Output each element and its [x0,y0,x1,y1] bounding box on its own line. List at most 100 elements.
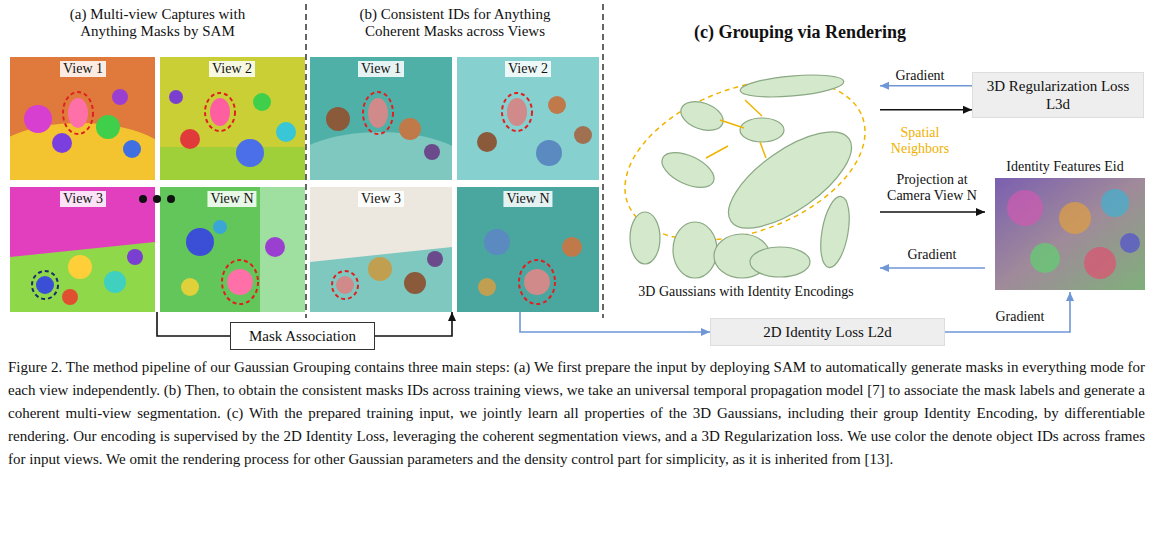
shape-circle [1120,233,1140,253]
node-text: Identity Features Eid [985,158,1145,175]
edge-label: Gradient [906,247,959,263]
view-label: View 1 [358,61,404,77]
shape-ellipse [507,98,527,126]
ellipsis-dots [139,195,175,203]
shape-ellipse [332,271,358,299]
annotation: Spatial Neighbors [880,125,960,157]
connector-arrow [880,109,972,111]
panel: (a) Multi-view Captures with Anything Ma… [10,4,305,312]
edge-label: Projection at Camera View N [878,172,986,204]
connector-arrow [520,312,710,332]
shape-circle [181,278,199,296]
shape-ellipse [739,72,844,101]
shape-circle [153,195,161,203]
shape-ellipse [630,212,660,264]
shape-circle [326,107,350,131]
view-label: View 2 [505,61,551,77]
sam-view-image [160,57,305,180]
figure-caption: Figure 2. The method pipeline of our Gau… [8,356,1145,471]
shape-ellipse [222,260,258,304]
node-text: 3D Regularization Loss L3d [979,77,1137,113]
sam-view-image [10,187,155,312]
view-label: View 2 [209,61,255,77]
shape-ellipse [68,98,88,128]
shape-circle [213,220,227,234]
node-text: (a) Multi-view Captures with Anything Ma… [42,4,274,40]
connector-arrow [880,85,972,87]
view-label: View 3 [60,191,106,207]
dashed-separator [305,4,307,318]
shape-rect [10,187,155,312]
shape-circle [167,195,175,203]
shape-rect [160,57,305,180]
connector-arrow [880,267,985,269]
shape-ellipse [750,247,810,277]
sam-view-image [0,57,175,207]
shape-circle [1007,190,1043,226]
node-text: (b) Consistent IDs for Anything Coherent… [333,4,577,40]
shape-ellipse [677,96,727,135]
shape-circle [62,289,78,305]
connector-arrow [375,312,452,336]
shape-circle [336,276,354,294]
node-text: Mask Association [237,327,368,345]
view-label: View 1 [60,61,106,77]
shape-circle [265,237,285,257]
shape-circle [112,89,128,105]
shape-circle [68,255,92,279]
edge-label: Gradient [994,309,1047,325]
gaussian-panel: 3D Gaussians with Identity Encodings [612,55,880,302]
shape-polygon [10,242,155,312]
shape-circle [484,229,510,255]
shape-rect [260,187,305,312]
shape-circle [548,96,566,114]
shape-ellipse [63,92,93,134]
shape-line [706,146,728,158]
shape-g [630,72,866,278]
shape-rect [160,147,305,180]
shape-circle [524,269,550,295]
shape-rect [457,57,599,180]
shape-ellipse [740,118,784,142]
loss-box: 2D Identity Loss L2d [710,318,945,346]
shape-ellipse [363,92,393,134]
shape-circle [404,272,426,294]
shape-ellipse [368,98,388,128]
shape-circle [1084,247,1116,279]
coherent-view-image [457,57,599,180]
edge-label: Gradient [894,68,947,84]
shape-line [760,142,766,158]
shape-circle [186,228,214,256]
process-box: Mask Association [230,322,375,350]
shape-circle [276,122,296,142]
panel-heading: (c) Grouping via Rendering [694,22,906,42]
gaussian-cloud [603,50,887,278]
shape-rect [457,187,599,312]
shape-g [706,100,766,158]
shape-circle [236,139,264,167]
connector-arrow [157,312,230,336]
shape-polygon [310,247,452,312]
shape-circle [368,257,392,281]
shape-ellipse [816,194,854,269]
coherent-view-image [310,187,452,312]
coherent-view-image [290,57,470,202]
view-label: View N [503,191,552,207]
shape-circle [478,278,496,296]
coherent-view-image [457,187,599,312]
feature-panel: Identity Features Eid [985,158,1145,292]
shape-circle [1059,202,1091,234]
shape-circle [227,269,253,295]
node-text: 3D Gaussians with Identity Encodings [612,283,880,302]
connector-arrow [880,211,985,213]
shape-circle [104,271,126,293]
shape-circle [127,249,143,265]
shape-circle [180,129,200,149]
view-label: View 3 [358,191,404,207]
shape-circle [123,140,141,158]
shape-ellipse [657,145,720,194]
shape-circle [424,144,440,160]
shape-circle [574,126,592,144]
shape-ellipse [205,93,235,131]
